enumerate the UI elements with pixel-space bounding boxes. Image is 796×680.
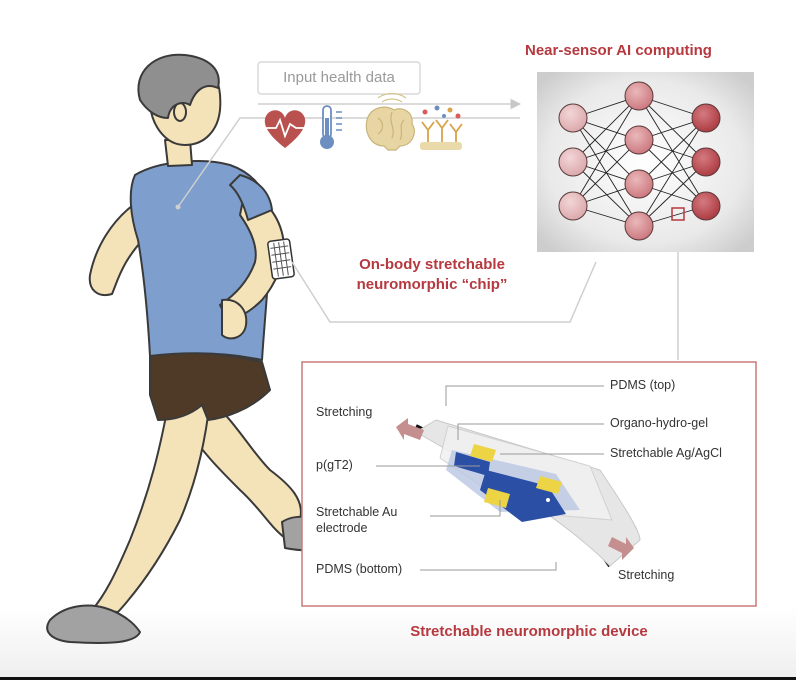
nn-neuron (558, 103, 588, 133)
nn-neuron (691, 103, 721, 133)
stretch-arrow-left (396, 418, 424, 440)
torso-anchor-dot (175, 204, 181, 210)
heart-pulse-icon (264, 110, 306, 148)
input-health-data-box (257, 61, 421, 95)
near-sensor-title: Near-sensor AI computing (525, 42, 712, 59)
nn-connections (572, 95, 707, 227)
label-p-gt2: p(gT2) (316, 458, 353, 472)
wrist-chip (267, 238, 295, 280)
stretch-arrow-right (608, 537, 634, 560)
nn-neuron (624, 211, 654, 241)
brain-icon (365, 92, 415, 151)
nn-neuron (558, 191, 588, 221)
nn-neuron (624, 125, 654, 155)
on-body-chip-label-line1: On-body stretchable (359, 256, 505, 273)
label-stretchable-ag-agcl: Stretchable Ag/AgCl (610, 446, 722, 460)
input-health-data-label: Input health data (283, 69, 395, 86)
label-pdms-bottom: PDMS (bottom) (316, 562, 403, 576)
runner-figure (46, 53, 346, 644)
label-stretching-right: Stretching (618, 568, 675, 582)
bottom-rule (0, 677, 796, 680)
footer-gradient (0, 606, 796, 678)
label-organo-hydro-gel: Organo-hydro-gel (610, 416, 708, 430)
synapse-highlight-box (671, 207, 685, 221)
on-body-chip-label-line2: neuromorphic “chip” (356, 276, 508, 293)
label-pdms-top: PDMS (top) (610, 378, 676, 392)
nn-input-layer (558, 103, 588, 221)
nn-neuron (558, 147, 588, 177)
device-title: Stretchable neuromorphic device (410, 623, 648, 640)
nn-neuron (624, 169, 654, 199)
label-stretchable-au-line1: Stretchable Au (316, 505, 398, 519)
device-illustration (396, 418, 641, 568)
label-stretching-left: Stretching (316, 405, 373, 419)
device-leader-lines (376, 385, 604, 571)
label-stretchable-au-line2: electrode (316, 521, 368, 535)
nn-output-layer (691, 103, 721, 221)
thermometer-icon (320, 105, 342, 149)
nn-neuron (691, 147, 721, 177)
molecule-sensor-icon (420, 105, 463, 150)
nn-neuron (624, 81, 654, 111)
nn-neuron (691, 191, 721, 221)
nn-hidden-layer (624, 81, 654, 241)
